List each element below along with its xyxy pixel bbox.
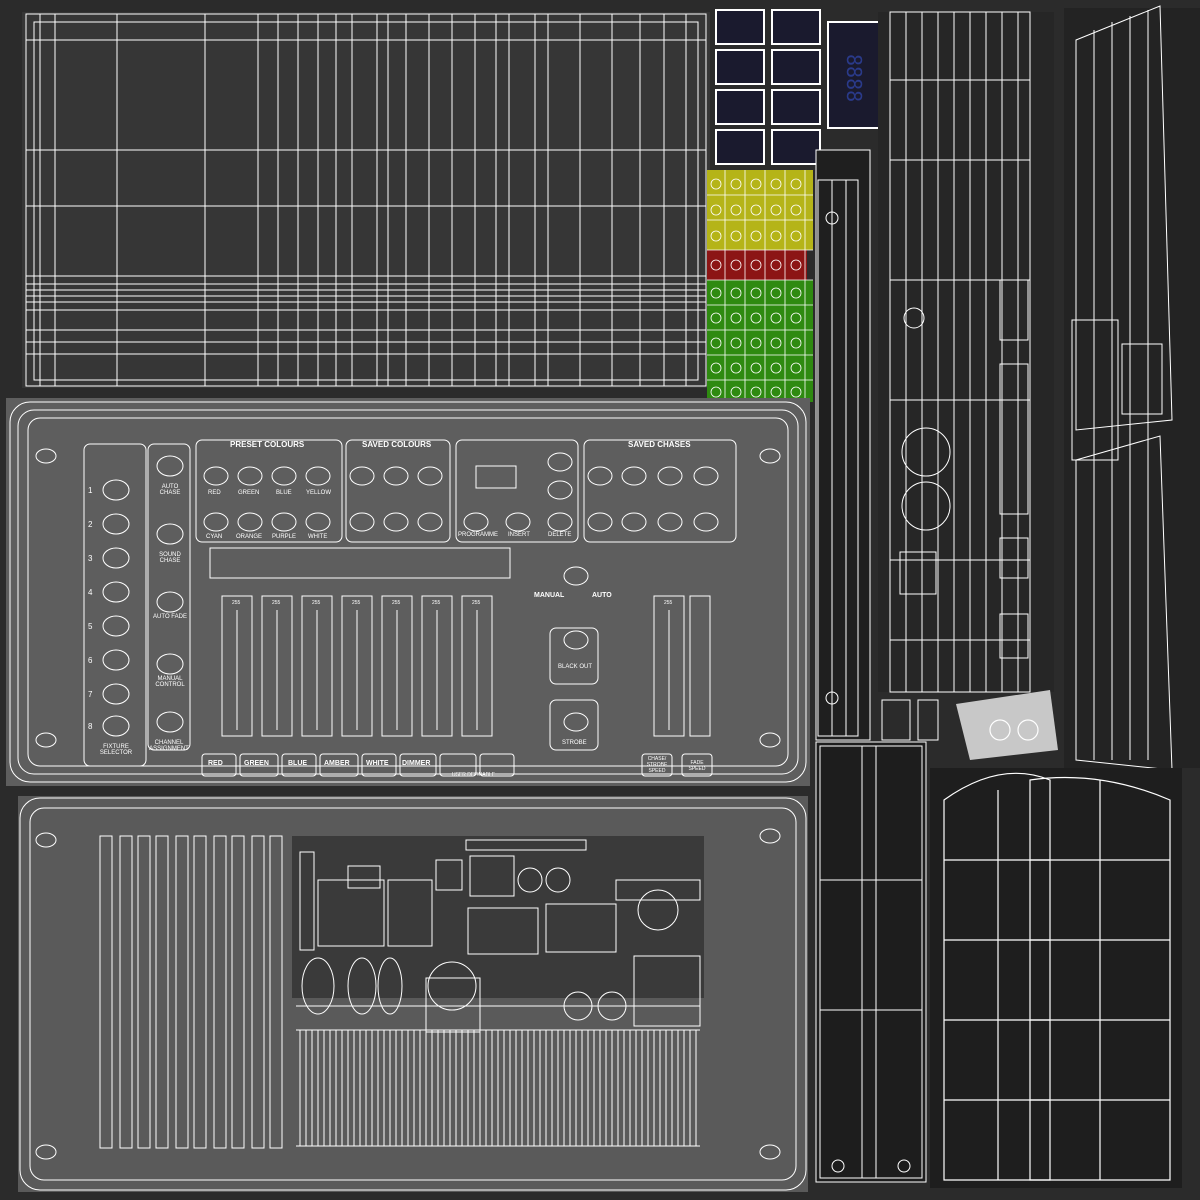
top-left-grid-panel xyxy=(6,5,1182,1192)
